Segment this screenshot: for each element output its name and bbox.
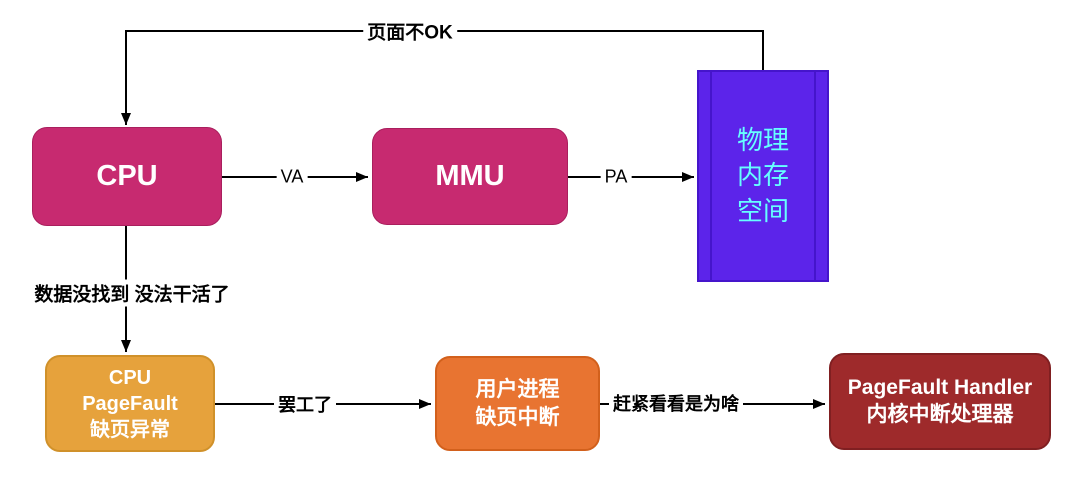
node-physical-memory: 物理 内存 空间	[697, 70, 829, 282]
node-pagefault-handler-line: PageFault Handler	[847, 376, 1033, 400]
node-cpu-label: CPU	[96, 160, 158, 192]
edge-label-strike: 罢工了	[274, 391, 336, 417]
process-shape-left-bar	[710, 72, 712, 280]
node-cpu: CPU	[32, 127, 222, 226]
edge-label-check-reason: 赶紧看看是为啥	[609, 390, 743, 416]
edge-label-pa: PA	[600, 166, 632, 188]
node-cpu-pagefault-line: PageFault	[82, 392, 178, 415]
node-physical-memory-line: 物理	[736, 125, 789, 156]
edge-label-va: VA	[276, 166, 308, 188]
node-user-process-fault-line: 用户进程	[475, 378, 560, 402]
node-cpu-pagefault-line: CPU	[108, 366, 152, 389]
edge-label-data-not-found: 数据没找到 没法干活了	[30, 279, 234, 307]
node-pagefault-handler-line: 内核中断处理器	[866, 402, 1014, 426]
node-mmu-label: MMU	[435, 160, 505, 192]
node-mmu: MMU	[372, 128, 568, 225]
node-physical-memory-line: 空间	[736, 195, 789, 226]
edge-page-not-ok-line	[121, 30, 764, 125]
node-user-process-fault-line: 缺页中断	[475, 405, 560, 429]
process-shape-right-bar	[814, 72, 816, 280]
node-cpu-pagefault-line: 缺页异常	[90, 418, 170, 441]
node-user-process-fault: 用户进程 缺页中断	[435, 356, 600, 451]
node-physical-memory-line: 内存	[736, 160, 789, 191]
node-cpu-pagefault: CPU PageFault 缺页异常	[45, 355, 215, 452]
node-pagefault-handler: PageFault Handler 内核中断处理器	[829, 353, 1051, 450]
edge-label-page-not-ok: 页面不OK	[363, 17, 457, 45]
